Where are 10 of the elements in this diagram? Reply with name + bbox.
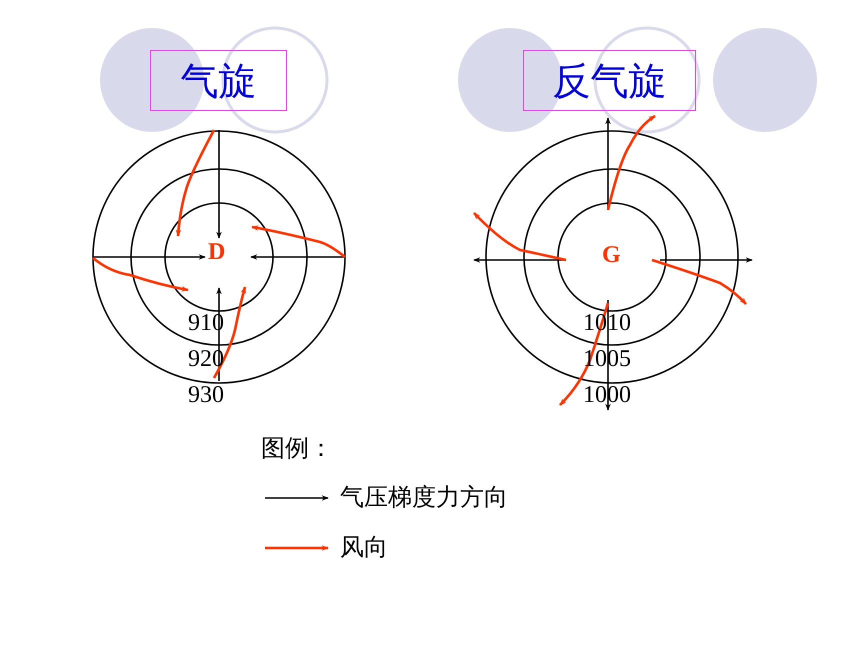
legend-heading: 图例： [261,436,333,460]
centre-letter: D [208,240,226,264]
centre-letter: G [602,243,621,267]
title-box [523,50,696,111]
isobar-value: 930 [188,383,224,407]
legend-text: 气压梯度力方向 [340,485,508,509]
title-box [150,50,287,111]
heading: 气旋 [180,62,256,100]
legend-text: 风向 [340,535,388,559]
heading: 反气旋 [552,62,666,100]
